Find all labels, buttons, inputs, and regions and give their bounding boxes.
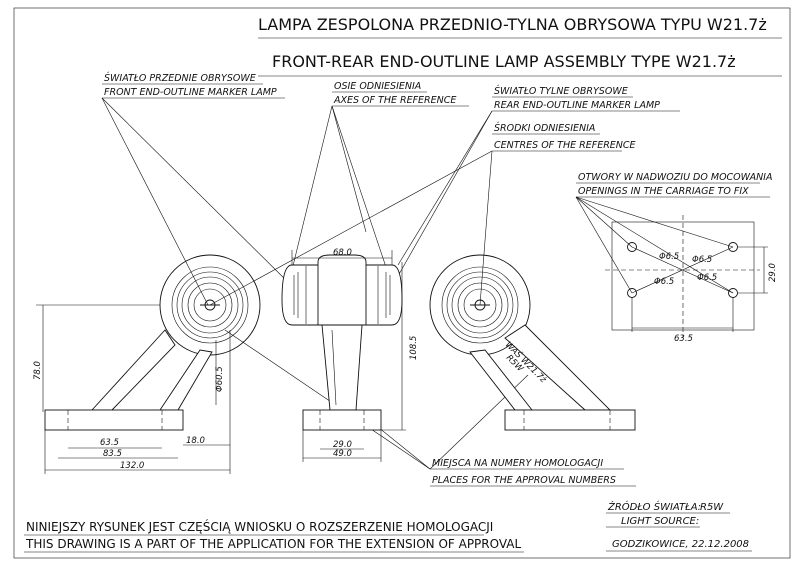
footer-en: THIS DRAWING IS A PART OF THE APPLICATIO… — [25, 537, 522, 551]
dim-18: 18.0 — [186, 436, 205, 446]
label-front-pl: ŚWIATŁO PRZEDNIE OBRYSOWE — [104, 72, 256, 84]
label-openings-en: OPENINGS IN THE CARRIAGE TO FIX — [578, 186, 749, 197]
mount-hole-tl — [627, 242, 637, 252]
place-date: GODZIKOWICE, 22.12.2008 — [612, 539, 749, 550]
side-stem — [321, 324, 363, 411]
dim-63-5-holes: 63.5 — [674, 334, 693, 344]
label-approval-en: PLACES FOR THE APPROVAL NUMBERS — [432, 475, 616, 486]
mount-hole-tr — [728, 242, 738, 252]
mount-hole-br — [728, 288, 738, 298]
dim-68: 68.0 — [333, 248, 352, 258]
label-front-en: FRONT END-OUTLINE MARKER LAMP — [104, 87, 277, 98]
footer-pl: NINIEJSZY RYSUNEK JEST CZĘŚCIĄ WNIOSKU O… — [26, 519, 493, 534]
dim-phi60-5: Φ60.5 — [215, 366, 225, 392]
label-openings-pl: OTWORY W NADWOZIU DO MOCOWANIA — [578, 172, 773, 183]
mounting-holes-view — [605, 215, 768, 338]
dim-49: 49.0 — [333, 449, 352, 459]
sheet-frame — [13, 7, 791, 559]
dim-63-5-left: 63.5 — [100, 438, 119, 448]
dim-phi6-5-c: Φ6.5 — [654, 277, 674, 287]
source-label-en: LIGHT SOURCE: — [621, 516, 699, 527]
mount-hole-bl — [627, 288, 637, 298]
dim-phi6-5-a: Φ6.5 — [659, 252, 679, 262]
label-axes-pl: OSIE ODNIESIENIA — [334, 81, 421, 92]
dim-132: 132.0 — [120, 461, 144, 471]
left-base — [44, 409, 184, 431]
dim-78: 78.0 — [33, 361, 43, 380]
source-label-pl: ŹRÓDŁO ŚWIATŁA: — [607, 500, 701, 513]
left-lamp-view — [44, 254, 261, 431]
dim-108-5: 108.5 — [409, 336, 419, 360]
title-pl: LAMPA ZESPOLONA PRZEDNIO-TYLNA OBRYSOWA … — [258, 15, 767, 34]
side-base — [302, 409, 382, 431]
dim-phi6-5-d: Φ6.5 — [697, 273, 717, 283]
dim-phi6-5-b: Φ6.5 — [692, 255, 712, 265]
label-centres-en: CENTRES OF THE REFERENCE — [494, 140, 636, 151]
right-lamp-view — [429, 254, 636, 431]
title-en: FRONT-REAR END-OUTLINE LAMP ASSEMBLY TYP… — [272, 52, 736, 71]
label-rear-pl: ŚWIATŁO TYLNE OBRYSOWE — [494, 85, 628, 97]
label-axes-en: AXES OF THE REFERENCE — [333, 95, 456, 106]
leader-lines — [101, 97, 734, 470]
side-lamp-view — [281, 254, 403, 431]
right-base — [504, 409, 636, 431]
label-approval-pl: MIEJSCA NA NUMERY HOMOLOGACJI — [432, 458, 603, 469]
source-value: R5W — [700, 502, 724, 513]
dim-29-holes: 29.0 — [768, 263, 778, 282]
dim-83-5: 83.5 — [103, 449, 122, 459]
side-dimensions — [291, 250, 406, 462]
label-rear-en: REAR END-OUTLINE MARKER LAMP — [494, 100, 660, 111]
dim-29: 29.0 — [333, 440, 352, 450]
left-dimensions — [36, 304, 231, 474]
label-centres-pl: ŚRODKI ODNIESIENIA — [494, 122, 595, 134]
